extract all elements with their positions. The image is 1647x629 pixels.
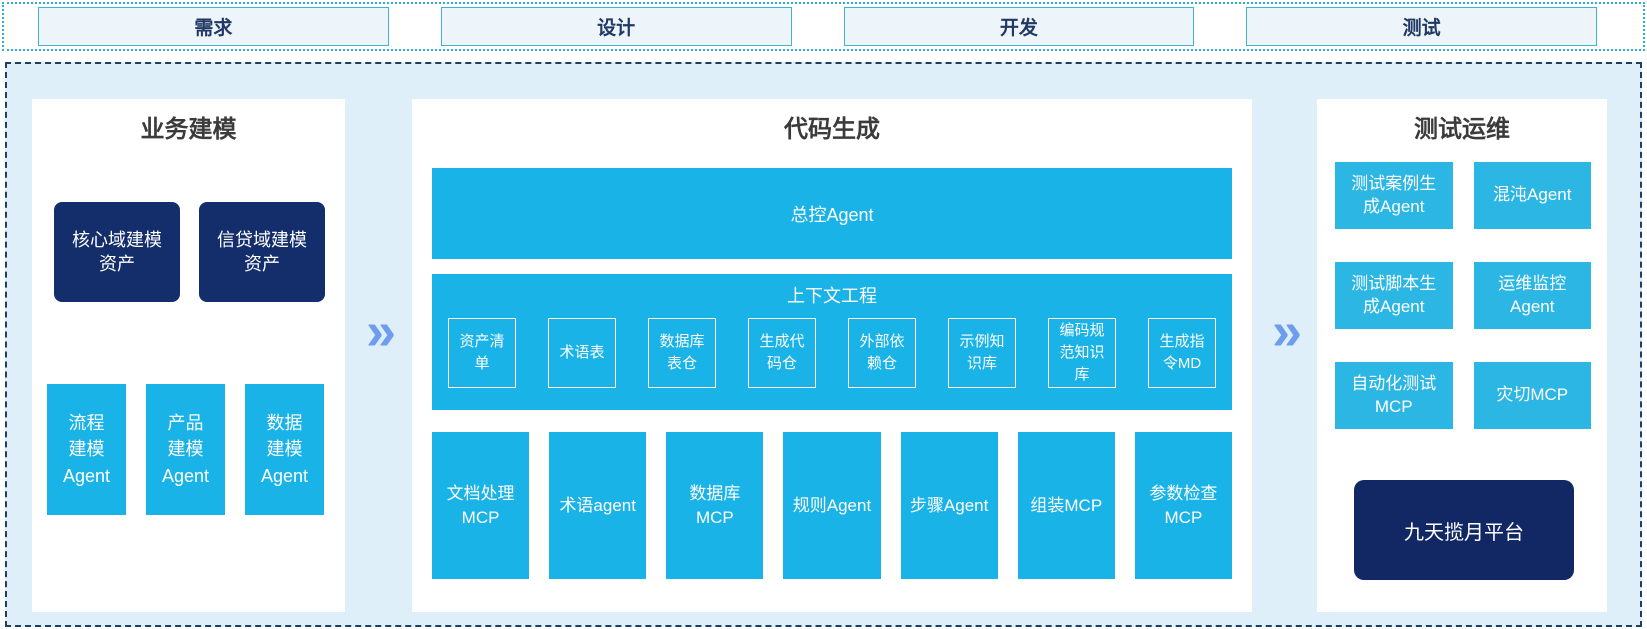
phase-box-testing: 测试: [1246, 7, 1597, 46]
ops-monitor-agent-box: 运维监控 Agent: [1473, 262, 1591, 329]
generation-instruction-md-box: 生成指 令MD: [1148, 318, 1216, 388]
phase-box-development: 开发: [843, 7, 1195, 46]
main-container: 业务建模 核心域建模 资产 信贷域建模 资产 流程 建模 Agent 产品 建模…: [5, 62, 1642, 627]
jiutian-lanyue-platform-box: 九天揽月平台: [1354, 480, 1574, 580]
example-knowledge-base-box: 示例知 识库: [948, 318, 1016, 388]
panel-code-generation: 代码生成 总控Agent 上下文工程 资产清 单 术语表 数据库 表仓 生成代 …: [412, 99, 1252, 612]
db-table-repo-box: 数据库 表仓: [648, 318, 716, 388]
external-dependency-repo-box: 外部依 赖仓: [848, 318, 916, 388]
panel-business-modeling: 业务建模 核心域建模 资产 信贷域建模 资产 流程 建模 Agent 产品 建模…: [32, 99, 345, 612]
test-script-gen-agent-box: 测试脚本生 成Agent: [1335, 262, 1453, 329]
glossary-box: 术语表: [548, 318, 616, 388]
context-item-row: 资产清 单 术语表 数据库 表仓 生成代 码仓 外部依 赖仓 示例知 识库 编码…: [448, 318, 1216, 388]
step-agent-box: 步骤Agent: [900, 432, 998, 579]
test-case-gen-agent-box: 测试案例生 成Agent: [1335, 162, 1453, 229]
data-modeling-agent-box: 数据 建模 Agent: [245, 384, 324, 515]
master-agent-bar: 总控Agent: [432, 168, 1232, 259]
panel-title-business-modeling: 业务建模: [140, 116, 237, 143]
product-modeling-agent-box: 产品 建模 Agent: [146, 384, 225, 515]
tool-box-row: 文档处理 MCP 术语agent 数据库 MCP 规则Agent 步骤Agent…: [432, 432, 1232, 579]
chaos-agent-box: 混沌Agent: [1473, 162, 1591, 229]
param-check-mcp-box: 参数检查 MCP: [1134, 432, 1232, 579]
phase-box-requirements: 需求: [38, 7, 389, 46]
phase-strip: 需求 设计 开发 测试: [2, 2, 1645, 51]
generated-code-repo-box: 生成代 码仓: [748, 318, 816, 388]
doc-processing-mcp-box: 文档处理 MCP: [432, 432, 530, 579]
auto-test-mcp-box: 自动化测试 MCP: [1335, 362, 1453, 429]
process-modeling-agent-box: 流程 建模 Agent: [47, 384, 126, 515]
panel-test-ops: 测试运维 测试案例生 成Agent 混沌Agent 测试脚本生 成Agent 运…: [1317, 99, 1607, 612]
asset-list-box: 资产清 单: [448, 318, 516, 388]
database-mcp-box: 数据库 MCP: [666, 432, 764, 579]
disaster-switch-mcp-box: 灾切MCP: [1473, 362, 1591, 429]
rule-agent-box: 规则Agent: [783, 432, 881, 579]
context-engineering-box: 上下文工程 资产清 单 术语表 数据库 表仓 生成代 码仓 外部依 赖仓 示例知…: [432, 274, 1232, 410]
credit-domain-asset-box: 信贷域建模 资产: [199, 202, 325, 302]
modeling-agent-row: 流程 建模 Agent 产品 建模 Agent 数据 建模 Agent: [47, 384, 324, 515]
flow-chevron-left: »: [365, 301, 396, 361]
core-domain-asset-box: 核心域建模 资产: [54, 202, 180, 302]
coding-standard-knowledge-base-box: 编码规 范知识 库: [1048, 318, 1116, 388]
flow-chevron-right: »: [1271, 301, 1302, 361]
assembly-mcp-box: 组装MCP: [1017, 432, 1115, 579]
panel-title-test-ops: 测试运维: [1414, 116, 1510, 143]
asset-box-row: 核心域建模 资产 信贷域建模 资产: [54, 202, 325, 302]
panel-title-code-generation: 代码生成: [784, 116, 880, 143]
context-engineering-title: 上下文工程: [787, 286, 877, 306]
testops-grid: 测试案例生 成Agent 混沌Agent 测试脚本生 成Agent 运维监控 A…: [1335, 162, 1591, 429]
phase-box-design: 设计: [440, 7, 792, 46]
terminology-agent-box: 术语agent: [549, 432, 647, 579]
